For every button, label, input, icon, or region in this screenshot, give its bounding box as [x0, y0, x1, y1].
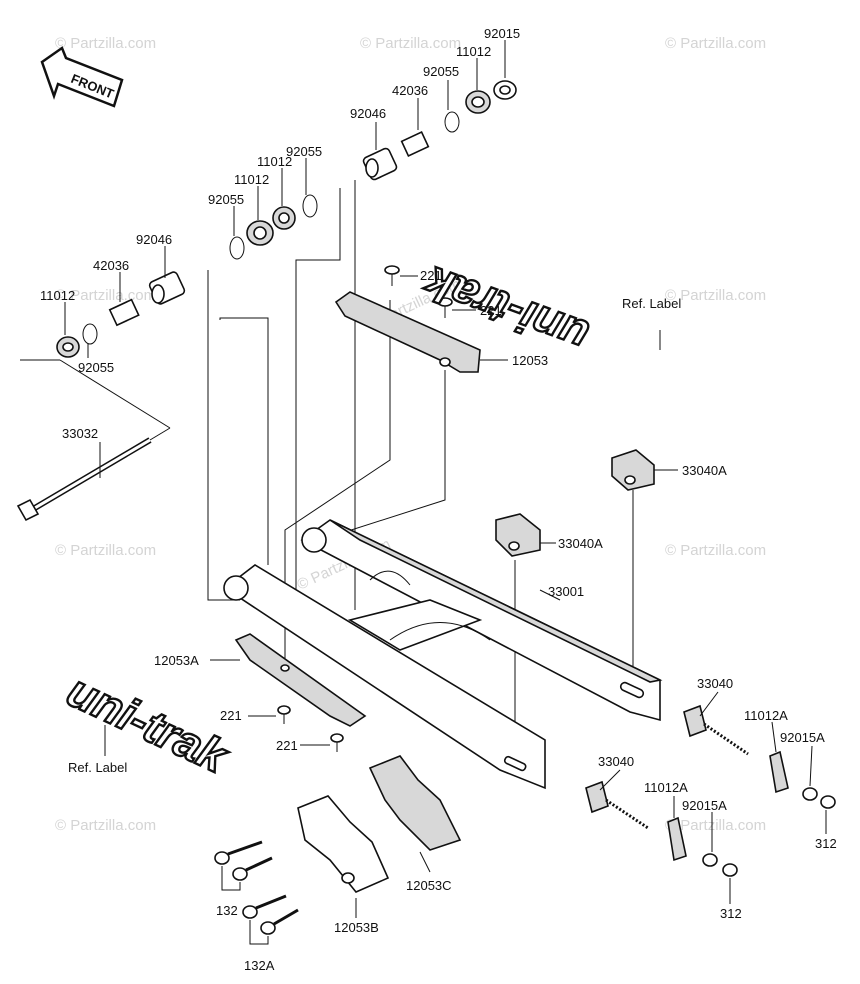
- bolt-group-brackets: [221, 866, 269, 945]
- part-label: 221: [480, 303, 502, 318]
- middle-bearing-stack: [229, 194, 318, 260]
- part-label: 33001: [548, 584, 584, 599]
- part-labels: 92015 11012 92055 42036 92046 92055 1101…: [40, 26, 837, 973]
- part-label: 12053C: [406, 878, 452, 893]
- part-label: 132: [216, 903, 238, 918]
- sleeve-42036-icon: [400, 131, 430, 157]
- bearing-11012-icon: [272, 206, 296, 230]
- chain-guide-plate-12053C-icon: [368, 755, 462, 851]
- part-label: 42036: [93, 258, 129, 273]
- part-label: 11012: [456, 44, 491, 59]
- watermark: © Partzilla.com: [55, 35, 156, 52]
- part-label: 221: [220, 708, 242, 723]
- adjuster-bolt-33040-icon: [683, 704, 749, 756]
- part-label: 33032: [62, 426, 98, 441]
- adjuster-block-33040A-icon: [611, 449, 655, 491]
- front-arrow-icon: FRONT: [40, 46, 124, 108]
- part-label: 312: [720, 906, 742, 921]
- part-label: 11012A: [644, 780, 688, 795]
- part-label: 12053: [512, 353, 548, 368]
- part-label: 132A: [244, 958, 275, 973]
- part-label: 92015: [484, 26, 520, 41]
- part-label: 11012A: [744, 708, 788, 723]
- part-label: 92046: [350, 106, 386, 121]
- swingarm-33001-icon: [223, 519, 663, 790]
- watermark: © Partzilla.com: [665, 35, 766, 52]
- adjuster-plate-11012A-icon: [667, 816, 687, 862]
- o-ring-92055-icon: [82, 323, 98, 345]
- part-label: 221: [420, 268, 442, 283]
- part-label: 33040: [598, 754, 634, 769]
- part-label: 92055: [78, 360, 114, 375]
- o-ring-92055-icon: [302, 194, 318, 218]
- nut-92015A-icon: [802, 787, 818, 801]
- bolt-132-icon: [214, 840, 273, 881]
- part-label: 92055: [423, 64, 459, 79]
- nut-312-icon: [820, 795, 836, 809]
- part-label: 92015A: [682, 798, 727, 813]
- ref-label-top: Ref. Label: [622, 296, 681, 311]
- bolt-221-icon: [330, 733, 344, 752]
- o-ring-92055-icon: [229, 236, 245, 260]
- nut-92015-icon: [493, 80, 517, 100]
- part-label: 11012: [234, 172, 269, 187]
- part-label: 33040A: [558, 536, 603, 551]
- watermark: © Partzilla.com: [55, 542, 156, 559]
- watermark: © Partzilla.com: [665, 287, 766, 304]
- chain-guide-12053-icon: [334, 291, 481, 373]
- part-label: 42036: [392, 83, 428, 98]
- part-label: 221: [276, 738, 298, 753]
- nut-312-icon: [722, 863, 738, 877]
- ref-label-bottom: Ref. Label: [68, 760, 127, 775]
- part-label: 11012: [40, 288, 75, 303]
- leader-lines: [20, 180, 661, 756]
- watermark: © Partzilla.com: [55, 817, 156, 834]
- bolt-221-icon: [384, 265, 400, 286]
- adjuster-bolt-33040-icon: [585, 780, 649, 830]
- bearing-11012-icon: [246, 220, 274, 246]
- part-label: 92046: [136, 232, 172, 247]
- part-label: 33040: [697, 676, 733, 691]
- bolt-221-icon: [277, 705, 291, 724]
- right-bearing-stack: [362, 80, 517, 181]
- pivot-shaft-icon: [16, 437, 152, 522]
- chain-guide-plate-12053B-icon: [297, 795, 390, 893]
- part-label: 92055: [286, 144, 322, 159]
- part-label: 12053A: [154, 653, 199, 668]
- bearing-11012-icon: [56, 336, 80, 358]
- left-bearing-stack: [56, 271, 186, 358]
- adjuster-plate-11012A-icon: [769, 750, 789, 794]
- bolt-221-icon: [437, 297, 453, 318]
- part-label: 92015A: [780, 730, 825, 745]
- adjuster-block-33040A-icon: [495, 513, 541, 557]
- watermark: © Partzilla.com: [665, 817, 766, 834]
- watermark: © Partzilla.com: [665, 542, 766, 559]
- part-label: 12053B: [334, 920, 379, 935]
- bearing-11012-icon: [465, 90, 491, 114]
- callout-lines: [64, 40, 827, 918]
- chain-guide-12053A-icon: [234, 633, 367, 727]
- collar-92046-icon: [148, 271, 186, 305]
- nut-92015A-icon: [702, 853, 718, 867]
- o-ring-92055-icon: [444, 111, 460, 133]
- part-label: 33040A: [682, 463, 727, 478]
- part-label: 11012: [257, 154, 292, 169]
- watermark: © Partzilla.com: [360, 35, 461, 52]
- part-label: 312: [815, 836, 837, 851]
- bolt-132A-icon: [242, 894, 299, 935]
- part-label: 92055: [208, 192, 244, 207]
- collar-92046-icon: [362, 147, 398, 181]
- sleeve-42036-icon: [108, 298, 140, 327]
